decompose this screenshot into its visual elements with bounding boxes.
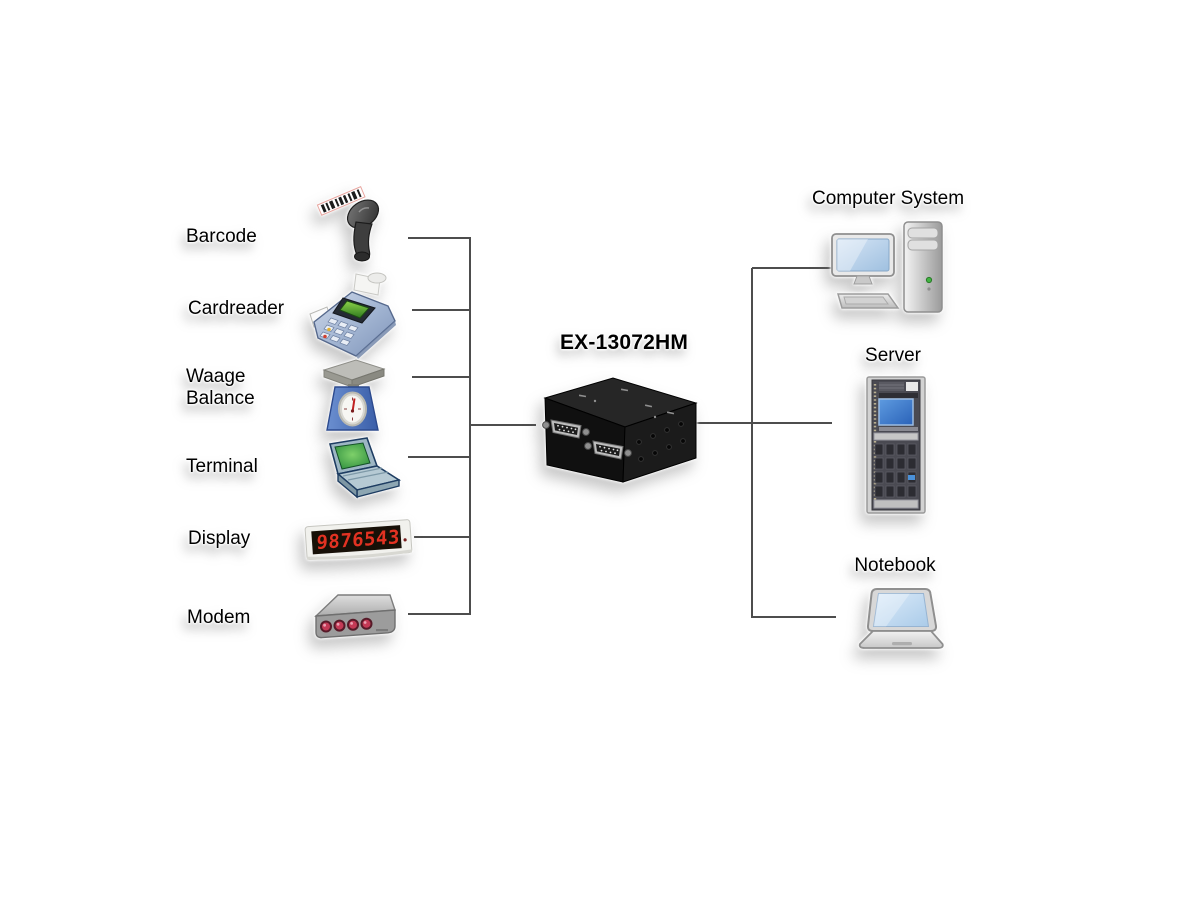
label-notebook: Notebook [854, 555, 936, 576]
label-terminal: Terminal [186, 456, 258, 477]
kitchen-scale-icon [322, 359, 386, 431]
label-server: Server [865, 345, 921, 366]
hub-model-title: EX-13072HM [559, 331, 689, 354]
barcode-scanner-icon [316, 186, 380, 262]
label-barcode: Barcode [186, 226, 257, 247]
server-rack-icon [866, 376, 926, 514]
label-modem: Modem [187, 607, 251, 628]
label-waage-balance: Waage Balance [186, 366, 255, 409]
serial-hub-icon [542, 377, 698, 483]
desktop-computer-icon [831, 221, 943, 313]
modem-icon [314, 594, 396, 639]
label-cardreader: Cardreader [188, 298, 285, 319]
label-computer-system: Computer System [811, 188, 965, 209]
terminal-icon [328, 437, 402, 499]
card-reader-icon [309, 272, 396, 359]
label-display: Display [188, 528, 251, 549]
seven-segment-display-icon: 9876543 [304, 519, 413, 561]
notebook-icon [858, 588, 944, 649]
